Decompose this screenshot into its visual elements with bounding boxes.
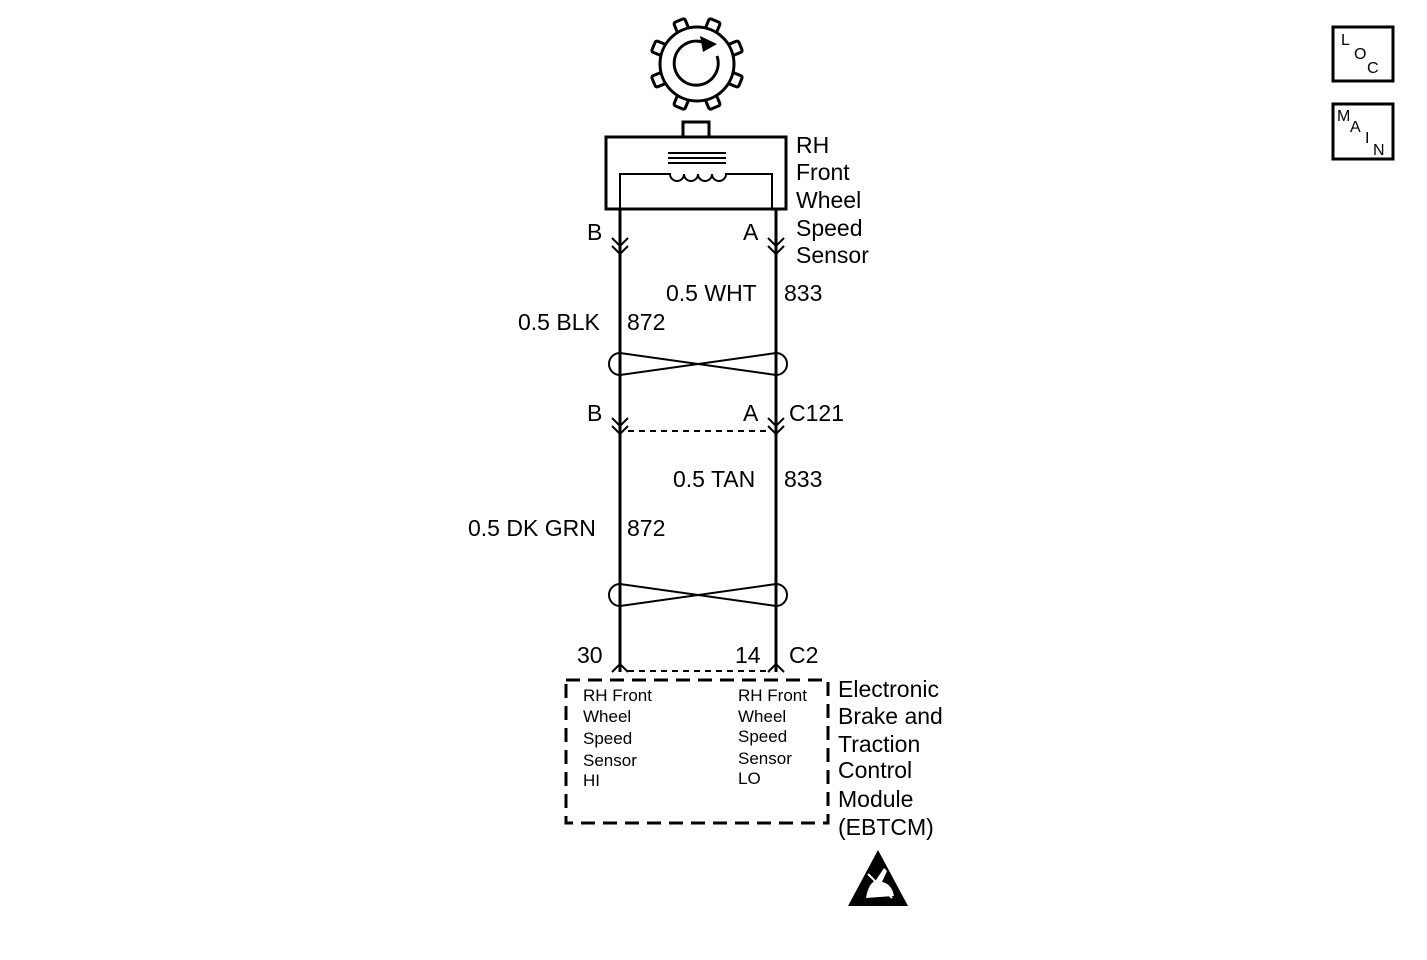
upper-left-wire-circuit: 872 [627, 309, 665, 335]
c2-pin-14: 14 [735, 642, 761, 668]
esd-warning-icon [848, 850, 908, 906]
lower-left-wire-circuit: 872 [627, 515, 665, 541]
module-right-signal-line-2: Wheel [738, 707, 786, 726]
c2-connector-chevrons [611, 662, 785, 673]
lower-right-wire-circuit: 833 [784, 466, 822, 492]
sensor-name-line-4: Speed [796, 215, 863, 241]
module-right-signal-line-3: Speed [738, 727, 787, 746]
module-left-signal-line-4: Sensor [583, 751, 637, 770]
tone-wheel-icon [650, 17, 744, 111]
sensor-terminal-a: A [743, 219, 759, 245]
sensor-name-line-5: Sensor [796, 242, 869, 268]
main-letter-m: M [1337, 108, 1350, 125]
sensor-connector-chevrons [611, 237, 785, 256]
lower-left-wire-color: 0.5 DK GRN [468, 515, 596, 541]
module-name-line-1: Electronic [838, 676, 939, 702]
c121-connector-chevrons [611, 417, 785, 436]
module-right-signal-line-5: LO [738, 769, 761, 788]
module-name-line-3: Traction [838, 731, 920, 757]
c2-connector-label: C2 [789, 642, 818, 668]
module-left-signal-line-2: Wheel [583, 707, 631, 726]
sensor-terminal-b: B [587, 219, 602, 245]
upper-left-wire-color: 0.5 BLK [518, 309, 600, 335]
module-right-signal-line-1: RH Front [738, 686, 807, 705]
module-left-signal-line-1: RH Front [583, 686, 652, 705]
c2-pin-30: 30 [577, 642, 603, 668]
c121-terminal-b: B [587, 400, 602, 426]
lower-right-wire-color: 0.5 TAN [673, 466, 755, 492]
main-letter-i: I [1365, 130, 1369, 147]
module-name-line-6: (EBTCM) [838, 814, 934, 840]
loc-button[interactable]: L O C [1331, 25, 1395, 83]
twisted-pair-lower [608, 582, 788, 608]
sensor-name-line-2: Front [796, 159, 850, 185]
sensor-coil-icon [619, 173, 773, 208]
sensor-name-line-1: RH [796, 132, 829, 158]
twisted-pair-upper [608, 351, 788, 377]
sensor-name-line-3: Wheel [796, 187, 861, 213]
module-left-signal-line-3: Speed [583, 729, 632, 748]
module-name-line-4: Control [838, 757, 912, 783]
main-letter-n: N [1373, 142, 1385, 159]
module-left-signal-line-5: HI [583, 771, 600, 790]
main-button[interactable]: M A I N [1331, 102, 1395, 161]
c121-terminal-a: A [743, 400, 759, 426]
loc-letter-c: C [1367, 60, 1379, 77]
loc-letter-o: O [1354, 46, 1366, 63]
main-letter-a: A [1350, 119, 1361, 136]
c121-connector-label: C121 [789, 400, 844, 426]
upper-right-wire-circuit: 833 [784, 280, 822, 306]
module-name-line-2: Brake and [838, 703, 943, 729]
module-right-signal-line-4: Sensor [738, 749, 792, 768]
upper-right-wire-color: 0.5 WHT [666, 280, 757, 306]
ebtcm-module-box [564, 678, 830, 825]
loc-letter-l: L [1341, 32, 1350, 49]
wheel-speed-sensor [604, 120, 788, 211]
module-name-line-5: Module [838, 786, 913, 812]
